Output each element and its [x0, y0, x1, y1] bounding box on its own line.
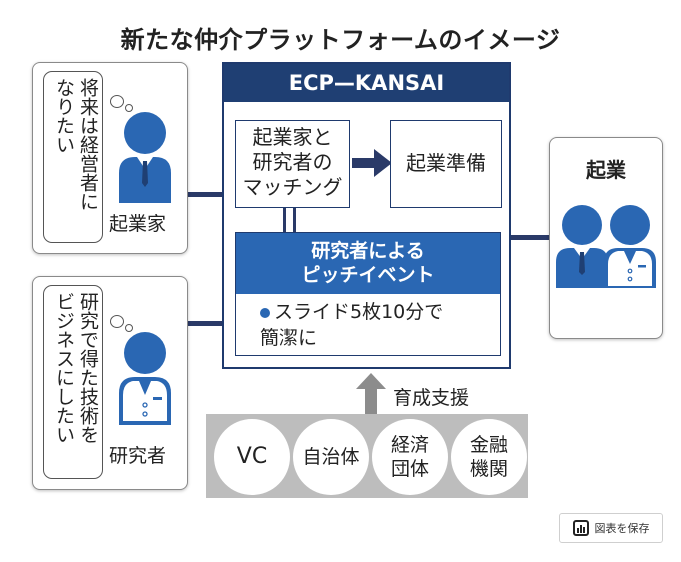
supporter-vc: VC: [214, 419, 290, 495]
arrow-up-icon: [356, 373, 386, 415]
startup-prep-box: 起業準備: [390, 120, 502, 208]
thought-line: 研究で得た技術を: [77, 292, 99, 444]
entrepreneur-thought-bubble: 将来は経営者に なりたい: [43, 71, 103, 243]
businessman-and-researcher-icon: [556, 205, 656, 288]
matching-line: 起業家と: [252, 125, 333, 149]
save-chart-button[interactable]: 図表を保存: [559, 513, 663, 543]
matching-line: 研究者の: [252, 150, 333, 174]
pitch-detail-line: 簡潔に: [260, 327, 318, 349]
matching-line: マッチング: [242, 175, 343, 199]
pitch-event-box: 研究者による ピッチイベント スライド5枚10分で 簡潔に: [235, 232, 501, 356]
thought-line: ビジネスにしたい: [53, 292, 75, 444]
entrepreneur-caption: 起業家: [109, 213, 167, 235]
entrepreneur-card: 将来は経営者に なりたい 起業家: [32, 62, 188, 254]
matching-box: 起業家と 研究者の マッチング: [235, 120, 350, 208]
chart-icon: [572, 520, 589, 536]
supporter-label: 経済: [390, 434, 429, 456]
platform-name: ECP—KANSAI: [224, 64, 509, 102]
bullet-icon: [260, 308, 270, 318]
pitch-detail-line: スライド5枚10分で: [274, 301, 444, 323]
thought-dot-large: [110, 315, 124, 328]
startup-outcome-label: 起業: [586, 158, 626, 182]
pitch-event-header: 研究者による ピッチイベント: [236, 233, 500, 294]
supporter-label: 自治体: [302, 446, 360, 468]
page-title: 新たな仲介プラットフォームのイメージ: [120, 26, 561, 54]
supporter-economic-organizations: 経済 団体: [372, 419, 448, 495]
link-line: [293, 208, 296, 232]
thought-dot-small: [125, 104, 133, 112]
connector-researcher: [188, 321, 224, 326]
pitch-title-line: 研究者による: [311, 240, 425, 262]
supporter-label: 機関: [469, 458, 508, 480]
researcher-thought-bubble: 研究で得た技術を ビジネスにしたい: [43, 285, 103, 479]
supporter-financial-institutions: 金融 機関: [451, 419, 527, 495]
supporter-local-government: 自治体: [293, 419, 369, 495]
thought-line: なりたい: [53, 78, 75, 154]
pitch-title-line: ピッチイベント: [301, 264, 435, 286]
support-label: 育成支援: [393, 387, 470, 409]
thought-line: 将来は経営者に: [77, 78, 99, 211]
connector-outcome: [509, 235, 549, 240]
researcher-card: 研究で得た技術を ビジネスにしたい 研究者: [32, 276, 188, 490]
thought-dot-large: [110, 95, 124, 108]
pitch-event-detail: スライド5枚10分で 簡潔に: [260, 299, 443, 351]
arrow-right-icon: [352, 149, 392, 177]
thought-dot-small: [125, 324, 133, 332]
supporter-label: 団体: [390, 458, 429, 480]
researcher-icon: [119, 332, 171, 425]
connector-entrepreneur: [188, 192, 224, 197]
supporter-label: VC: [236, 444, 268, 469]
platform-box: ECP—KANSAI 起業家と 研究者の マッチング 起業準備 研究者による ピ…: [222, 62, 511, 369]
researcher-caption: 研究者: [109, 445, 167, 467]
save-chart-label: 図表を保存: [594, 522, 650, 535]
link-line: [283, 208, 286, 232]
startup-outcome-card: 起業: [549, 137, 663, 339]
supporter-label: 金融: [469, 434, 508, 456]
businessman-icon: [119, 112, 171, 203]
supporters-panel: VC 自治体 経済 団体 金融 機関: [206, 414, 528, 498]
